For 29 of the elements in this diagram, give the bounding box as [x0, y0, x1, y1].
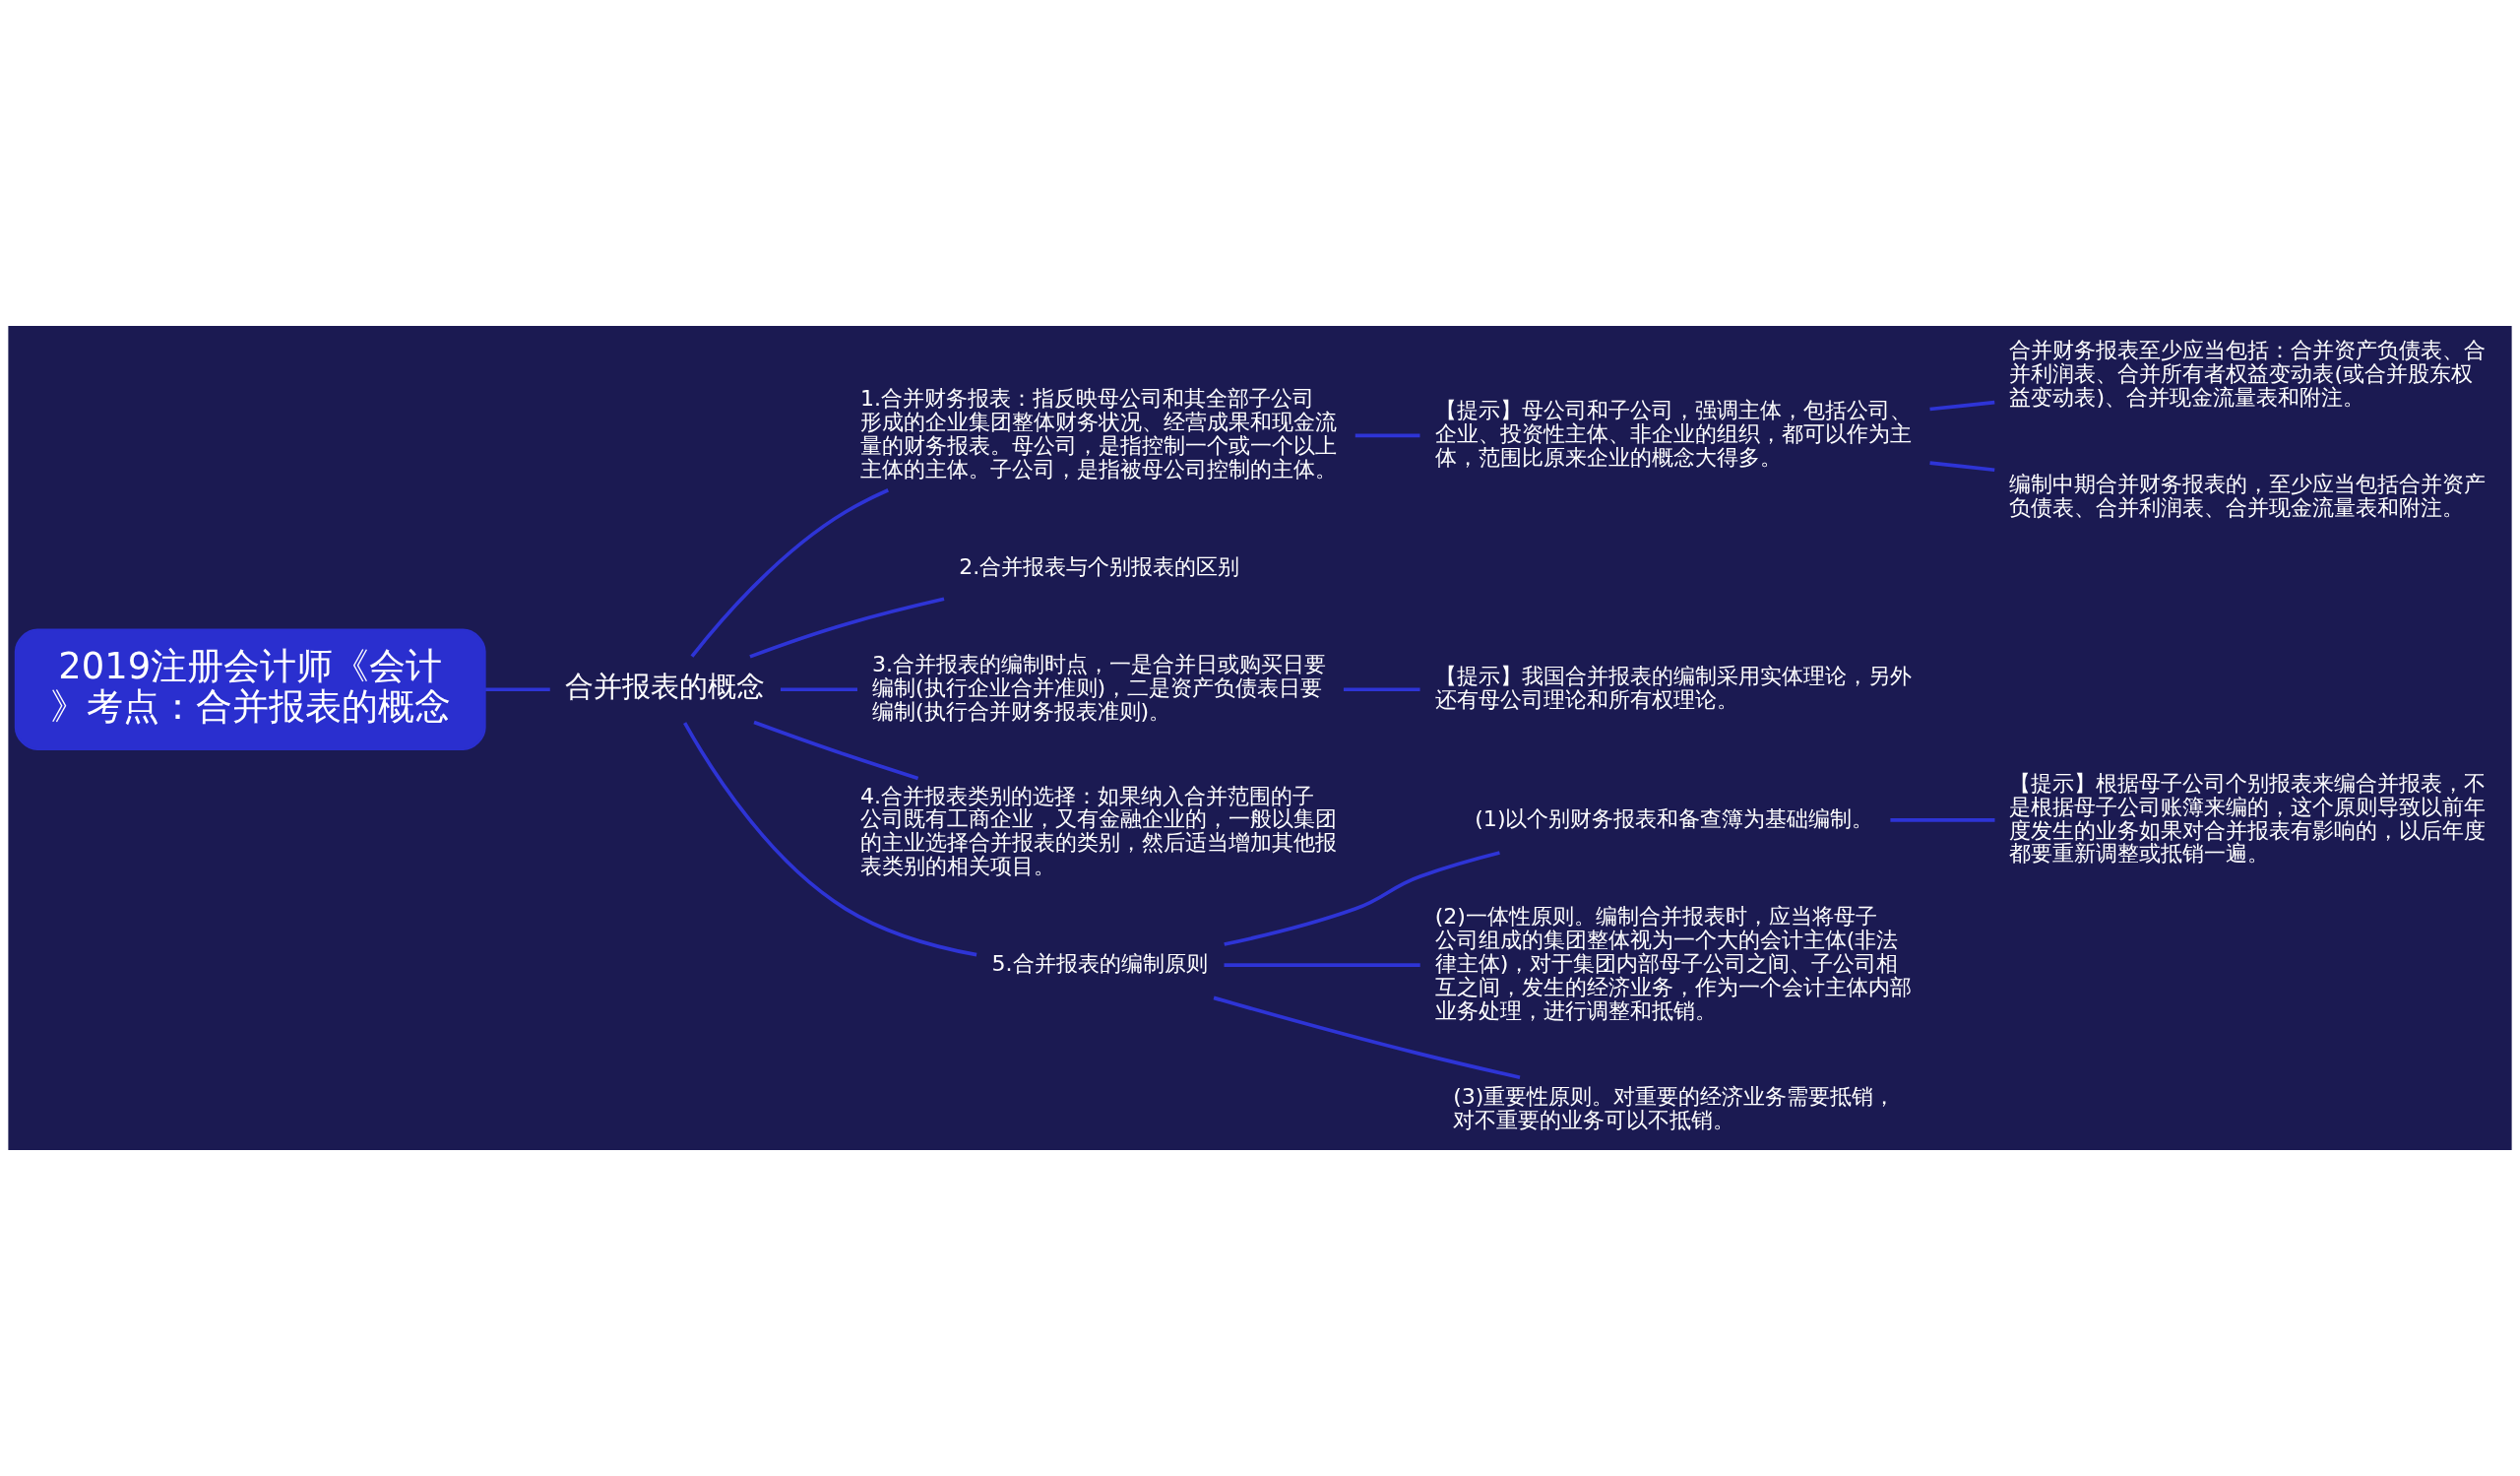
node-text: (3)重要性原则。对重要的经济业务需要抵销，对不重要的业务可以不抵销。: [1453, 1083, 1896, 1133]
node-text: 1.合并财务报表：指反映母公司和其全部子公司形成的企业集团整体财务状况、经营成果和现金流量的财务报表。母公司，是指控制一个或一个以上主体的主体。子公司，是指被母公司控制的主体。: [859, 385, 1337, 482]
connector: [1929, 461, 1995, 473]
connector: [485, 687, 550, 692]
connector: [1929, 400, 1995, 412]
node-text: 2.合并报表与个别报表的区别: [959, 552, 1240, 579]
connector: [683, 722, 977, 957]
node-text: 4.合并报表类别的选择：如果纳入合并范围的子公司既有工商企业，又有金融企业的，一般以集团的主业选择合并报表的类别，然后适当增加其他报表类别的相关项目。: [859, 782, 1337, 879]
connector: [1890, 818, 1995, 822]
node-text: (1)以个别财务报表和备查簿为基础编制。: [1475, 804, 1874, 831]
node-text: 【提示】根据母子公司个别报表来编合并报表，不是根据母子公司账簿来编的，这个原则导致以前年度发生的业务如果对合并报表有影响的，以后年度都要重新调整或抵销一遍。: [2009, 769, 2487, 866]
node-text: 5.合并报表的编制原则: [991, 949, 1208, 976]
connector: [753, 720, 919, 781]
node-text: 【提示】母公司和子公司，强调主体，包括公司、企业、投资性主体、非企业的组织，都可以作为主体，范围比原来企业的概念大得多。: [1434, 397, 1912, 471]
connector: [1224, 963, 1420, 967]
node-text: 编制中期合并财务报表的，至少应当包括合并资产负债表、合并利润表、合并现金流量表和附注。: [2009, 470, 2487, 520]
connector: [780, 687, 857, 692]
connector: [690, 488, 889, 658]
connector: [749, 597, 945, 659]
node-text: 3.合并报表的编制时点，一是合并日或购买日要编制(执行企业合并准则)，二是资产负债表日要编制(执行合并财务报表准则)。: [871, 651, 1326, 724]
connector: [1343, 687, 1420, 692]
node-text: (2)一体性原则。编制合并报表时，应当将母子公司组成的集团整体视为一个大的会计主体(非法律主体)，对于集团内部母子公司之间、子公司相互之间，发生的经济业务，作为一个会计主体内部业务处理，进行调整和抵销。: [1434, 902, 1912, 1023]
connector: [1224, 851, 1500, 946]
node-text: 合并报表的概念: [564, 670, 765, 704]
node-text: 【提示】我国合并报表的编制采用实体理论，另外还有母公司理论和所有权理论。: [1434, 662, 1912, 712]
connector: [1354, 433, 1420, 438]
node-text: 合并财务报表至少应当包括：合并资产负债表、合并利润表、合并所有者权益变动表(或合并股东权益变动表)、合并现金流量表和附注。: [2009, 337, 2487, 411]
node-box: 2019注册会计师《会计》考点：合并报表的概念: [14, 628, 486, 750]
connector: [1213, 995, 1521, 1080]
